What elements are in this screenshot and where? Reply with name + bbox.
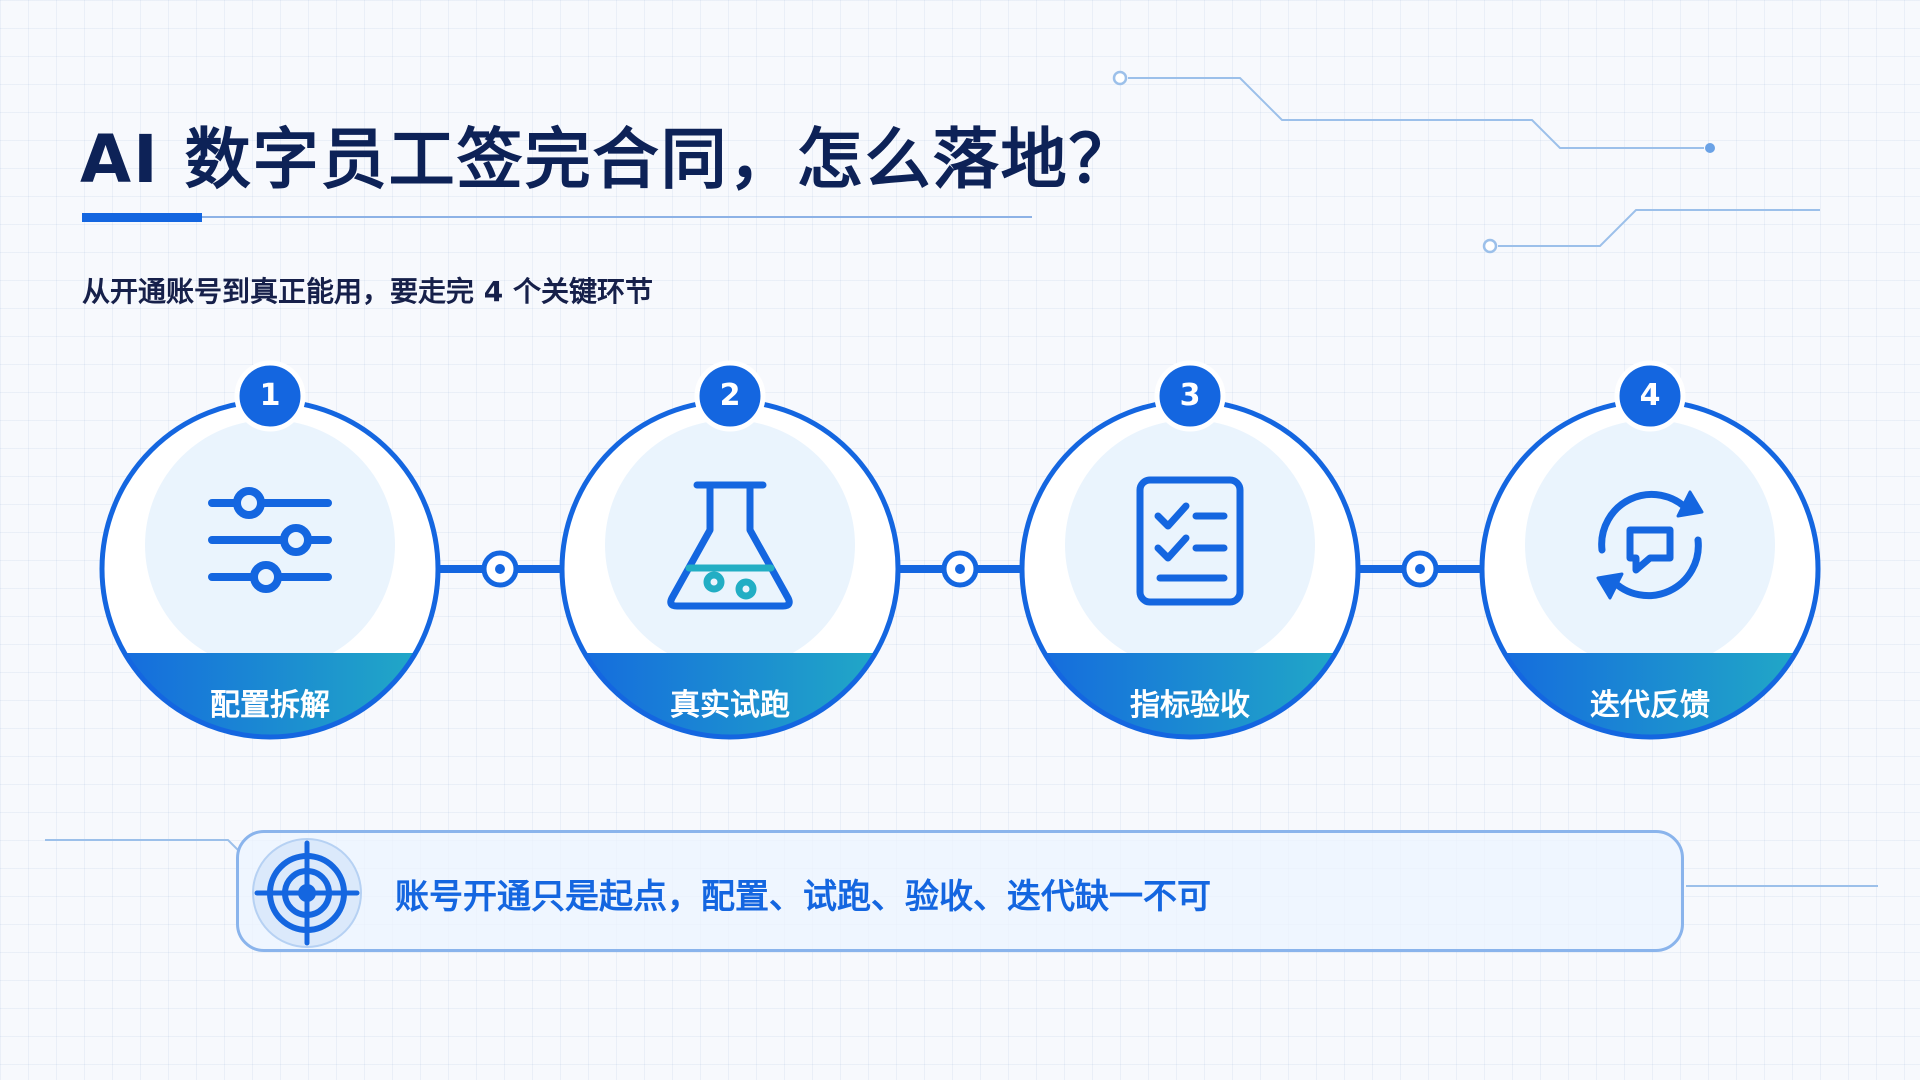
- step-number-1: 1: [259, 378, 281, 413]
- summary-banner: 账号开通只是起点，配置、试跑、验收、迭代缺一不可: [236, 830, 1684, 952]
- page-title: AI 数字员工签完合同，怎么落地？: [80, 121, 1137, 198]
- step-card-1: [99, 360, 441, 740]
- step-connector: [1360, 550, 1480, 588]
- step-connector: [440, 550, 560, 588]
- step-number-4: 4: [1639, 378, 1661, 413]
- title-underline: [82, 216, 1032, 218]
- page-subtitle: 从开通账号到真正能用，要走完 4 个关键环节: [82, 275, 653, 308]
- step-label-3: 指标验收: [1130, 688, 1250, 723]
- step-card-3: [1019, 360, 1361, 740]
- step-label-1: 配置拆解: [210, 688, 330, 723]
- feedback-loop-icon: [1596, 490, 1704, 600]
- step-card-2: [559, 360, 901, 740]
- process-steps: [99, 360, 1821, 740]
- sliders-icon: [208, 487, 332, 593]
- title-underline-accent: [82, 213, 202, 222]
- step-number-2: 2: [719, 378, 741, 413]
- step-label-2: 真实试跑: [670, 688, 790, 723]
- flask-icon: [667, 481, 793, 610]
- checklist-icon: [1136, 476, 1244, 606]
- target-icon: [252, 838, 362, 948]
- step-number-3: 3: [1179, 378, 1201, 413]
- summary-text: 账号开通只是起点，配置、试跑、验收、迭代缺一不可: [395, 877, 1211, 917]
- step-label-4: 迭代反馈: [1590, 688, 1710, 723]
- step-connector: [900, 550, 1020, 588]
